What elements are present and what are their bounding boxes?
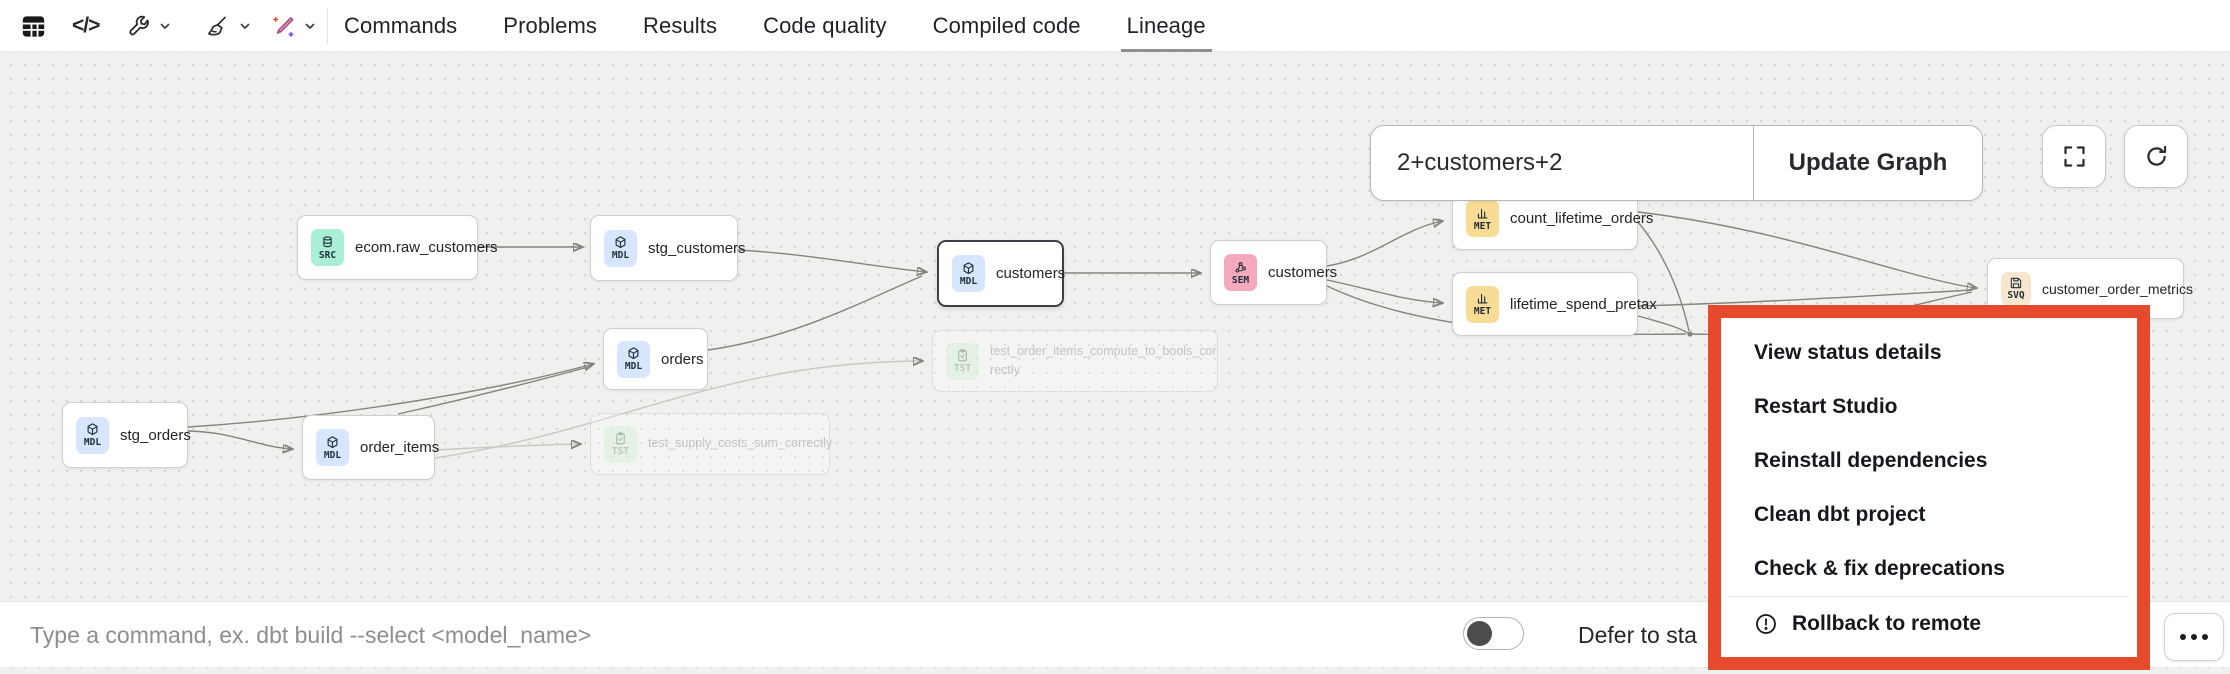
menu-item-check-fix-deprecations[interactable]: Check & fix deprecations [1754,557,2005,580]
command-input[interactable] [30,612,1370,658]
broom-dropdown-chevron-icon[interactable] [238,0,252,52]
model-badge: MDL [76,416,109,454]
fullscreen-icon [2063,146,2085,167]
tab-commands[interactable]: Commands [344,13,458,38]
lineage-selector-input[interactable]: 2+customers+2 [1371,126,1754,200]
magic-dropdown-chevron-icon[interactable] [303,0,317,52]
lineage-node-orders[interactable]: MDL orders [603,328,708,390]
lineage-node-customers-semantic[interactable]: SEM customers [1210,240,1337,305]
tab-code-quality[interactable]: Code quality [763,13,887,38]
lineage-node-raw-customers[interactable]: SRC ecom.raw_customers [297,215,498,280]
tab-compiled-code[interactable]: Compiled code [932,13,1081,38]
model-badge: MDL [617,340,650,378]
lineage-node-lifetime-spend-pretax[interactable]: MET lifetime_spend_pretax [1452,272,1657,336]
defer-toggle-label: Defer to sta [1578,621,1697,648]
lineage-node-stg-customers[interactable]: MDL stg_customers [590,215,746,281]
more-options-button[interactable] [2164,613,2224,661]
menu-item-clean-dbt-project[interactable]: Clean dbt project [1754,503,1926,526]
lineage-node-order-items[interactable]: MDL order_items [302,415,439,480]
update-graph-button[interactable]: Update Graph [1788,149,1948,176]
menu-item-rollback-to-remote[interactable]: Rollback to remote [1721,597,2137,651]
test-badge: TST [604,425,637,463]
refresh-icon [2146,145,2166,166]
menu-item-reinstall-dependencies[interactable]: Reinstall dependencies [1754,449,1988,472]
fullscreen-button[interactable] [2042,125,2106,188]
tab-results[interactable]: Results [643,13,718,38]
lineage-node-customer-order-metrics[interactable]: SVQ customer_order_metrics [1987,258,2193,319]
status-context-menu: View status details Restart Studio Reins… [1708,305,2150,670]
metric-badge: MET [1466,285,1499,323]
tab-problems[interactable]: Problems [503,13,598,38]
code-icon[interactable]: </> [72,14,100,37]
menu-divider [1729,596,2129,597]
ellipsis-icon [2180,634,2186,640]
lineage-node-test-order-items[interactable]: TST test_order_items_compute_to_bools_co… [932,330,1218,392]
semantic-model-badge: SEM [1224,254,1257,291]
top-toolbar: </> Commands Problems [0,0,2230,52]
menu-item-label: Rollback to remote [1792,612,1982,635]
model-badge: MDL [316,429,349,466]
metric-badge: MET [1466,200,1499,237]
refresh-button[interactable] [2124,125,2188,188]
tab-lineage[interactable]: Lineage [1120,0,1212,52]
wrench-dropdown-chevron-icon[interactable] [158,0,172,52]
panel-tabs: Commands Problems Results Code quality C… [344,0,1212,52]
lineage-node-stg-orders[interactable]: MDL stg_orders [62,402,191,468]
magic-edit-icon[interactable] [270,0,297,52]
menu-item-restart-studio[interactable]: Restart Studio [1754,395,1898,418]
toolbar-divider [327,8,328,44]
test-badge: TST [946,342,979,380]
lineage-selector-box: 2+customers+2 Update Graph [1370,125,1983,201]
lineage-node-customers-model[interactable]: MDL customers [937,240,1065,307]
model-badge: MDL [604,229,637,267]
menu-item-view-status-details[interactable]: View status details [1754,341,1942,364]
table-icon[interactable] [20,0,47,52]
broom-icon[interactable] [204,0,229,52]
alert-circle-icon [1756,614,1776,634]
source-badge: SRC [311,229,344,266]
model-badge: MDL [952,255,985,292]
wrench-icon[interactable] [126,0,151,52]
toggle-knob [1467,620,1492,646]
defer-toggle[interactable] [1463,617,1524,650]
lineage-node-test-supply-costs[interactable]: TST test_supply_costs_sum_correctly [590,413,832,475]
saved-query-badge: SVQ [2001,271,2031,306]
